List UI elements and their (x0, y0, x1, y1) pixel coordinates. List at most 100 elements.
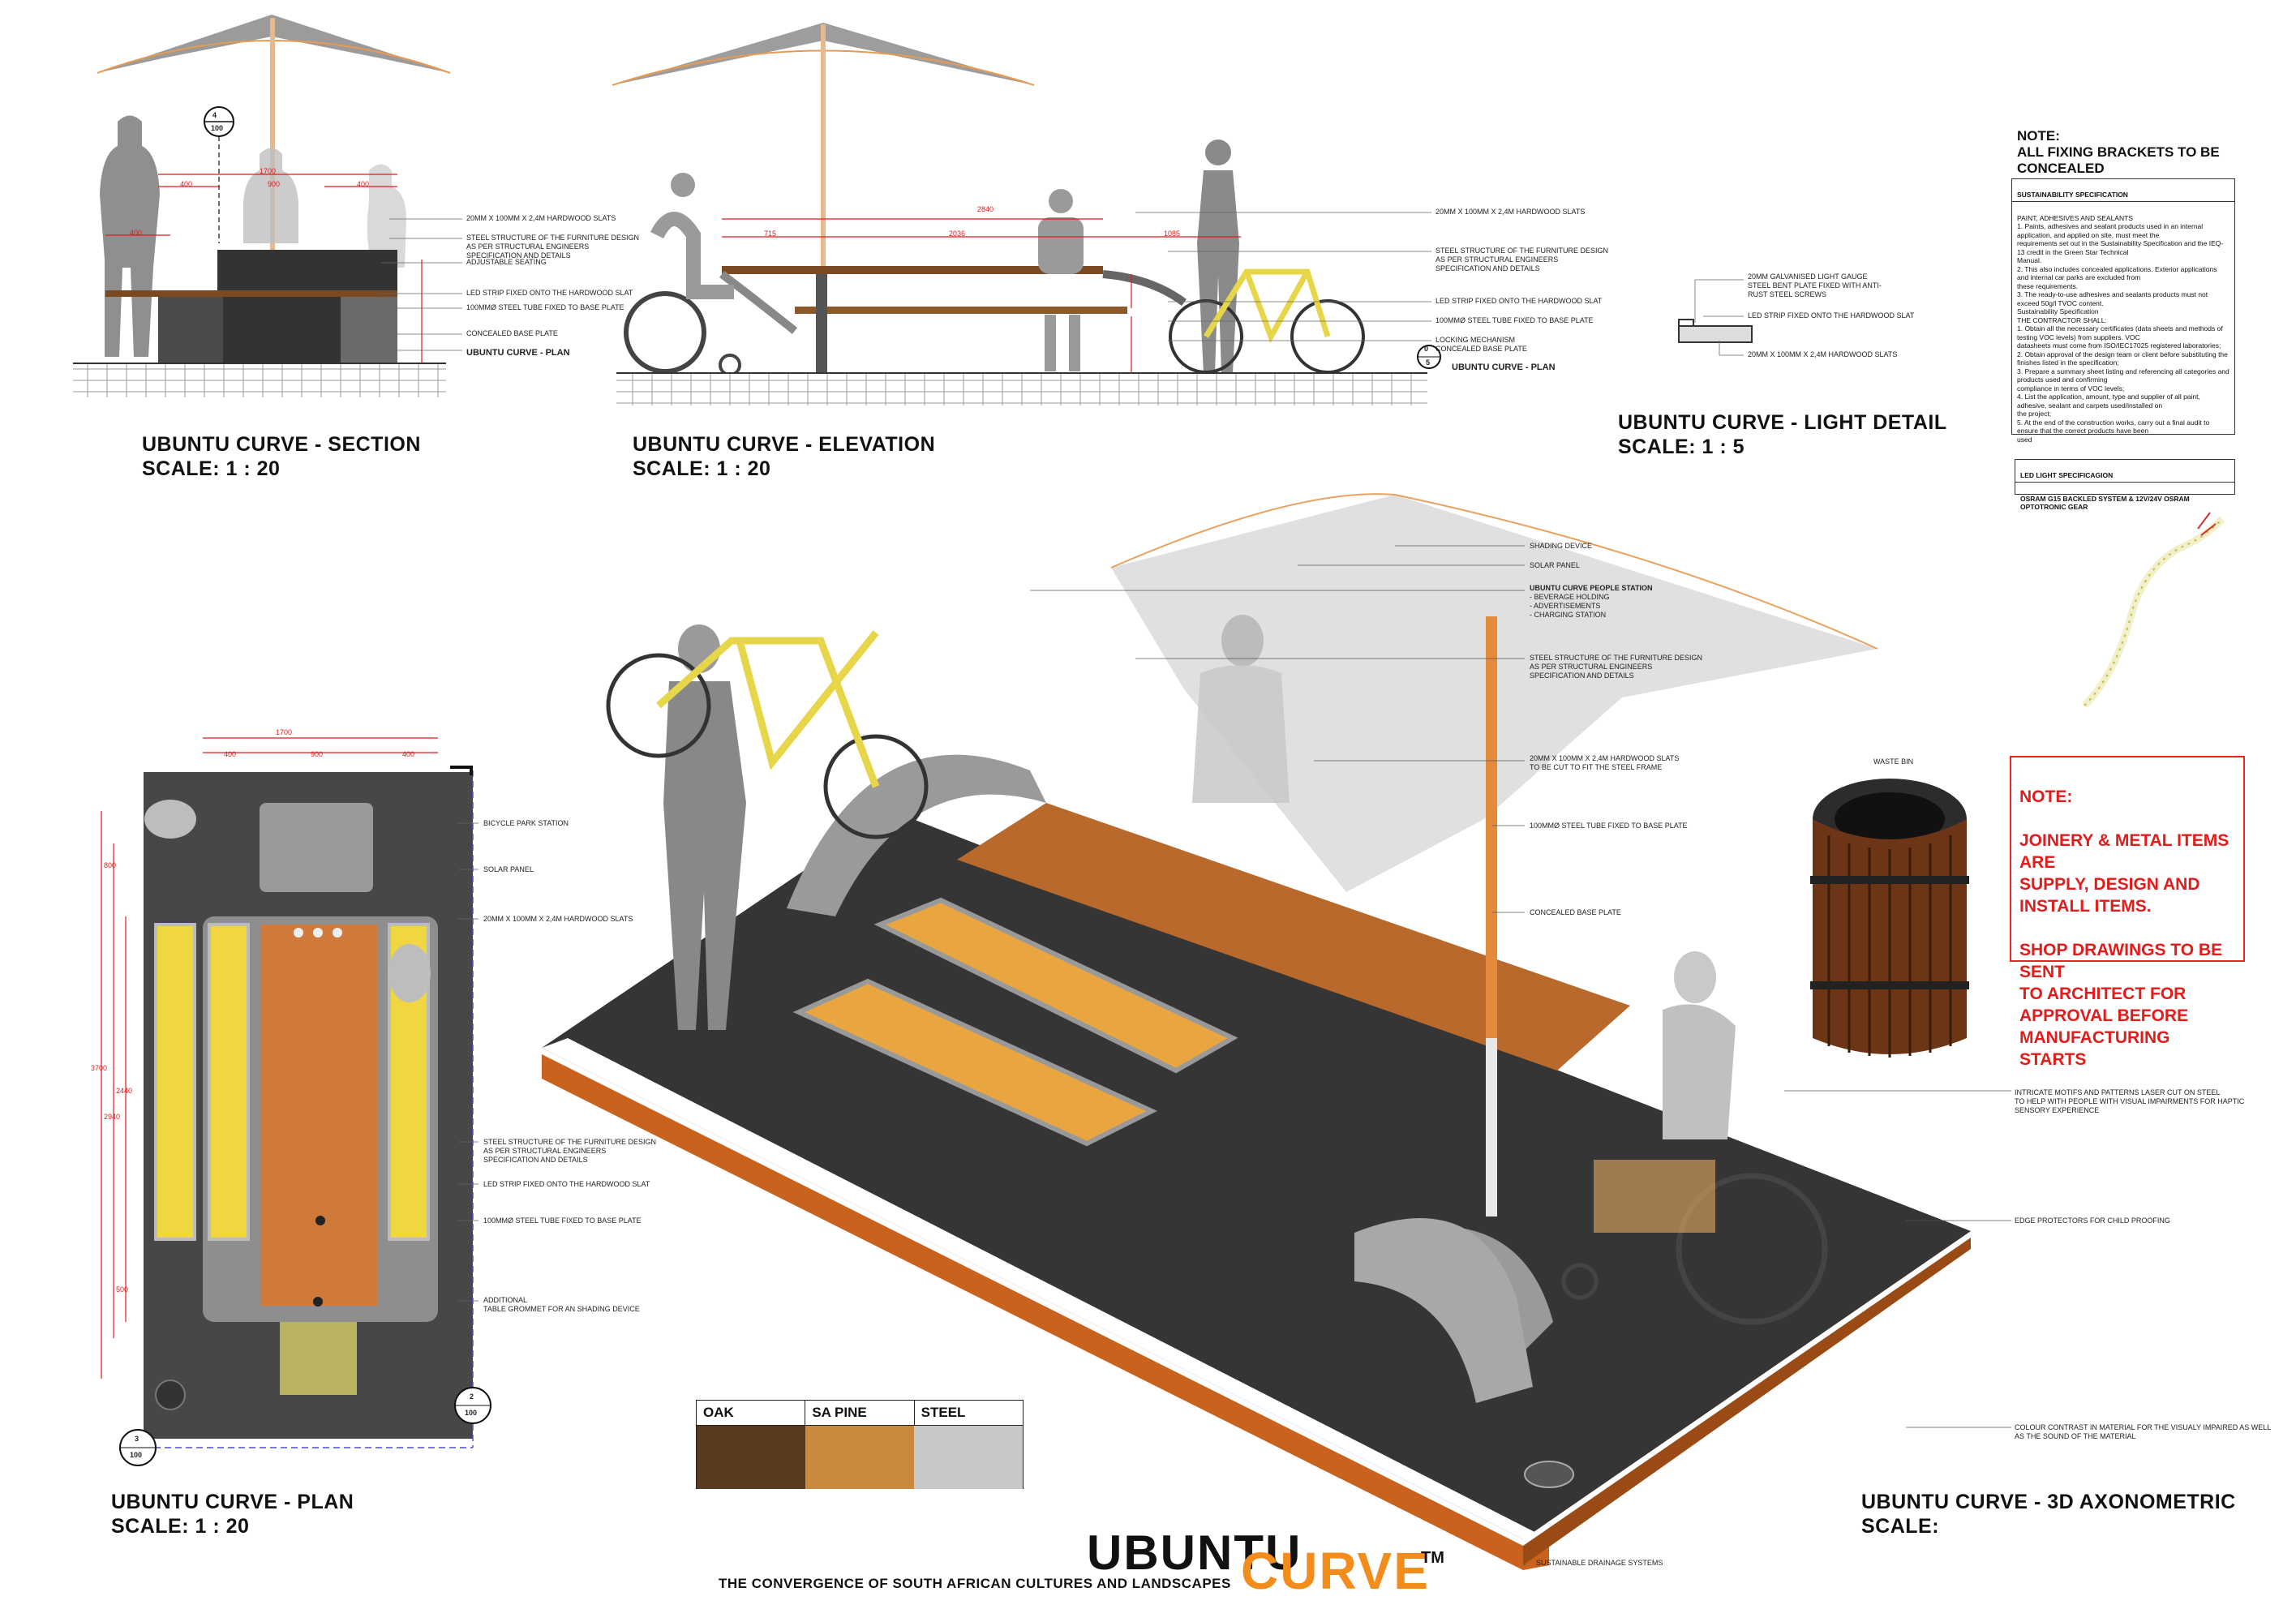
dim-label: 900 (311, 750, 324, 758)
annotation: 20MM X 100MM X 2,4M HARDWOOD SLATS (1748, 350, 1898, 358)
led-spec-box: LED LIGHT SPECIFICAGION OSRAM G15 BACKLE… (2015, 459, 2235, 511)
annotation: 100MMØ STEEL TUBE FIXED TO BASE PLATE (1436, 316, 1594, 324)
plan-title: UBUNTU CURVE - PLAN (111, 1491, 354, 1513)
material-swatch-oak (697, 1426, 805, 1489)
dim-label: 400 (224, 750, 237, 758)
plan-marker-right-bottom: 100 (465, 1409, 478, 1417)
brand-word-curve: CURVE (1241, 1542, 1430, 1600)
section-marker-top: 4 (212, 111, 217, 119)
sustainability-body: PAINT, ADHESIVES AND SEALANTS 1. Paints,… (2017, 213, 2229, 444)
annotation: SOLAR PANEL (483, 865, 534, 873)
annotation: CONCEALED BASE PLATE (466, 329, 558, 337)
brand-word-ubuntu: UBUNTU (1087, 1525, 1302, 1580)
annotation: SOLAR PANEL (1530, 561, 1580, 569)
elevation-marker-top: 0 (1424, 345, 1429, 353)
annotation: 20MM GALVANISED LIGHT GAUGE STEEL BENT P… (1748, 272, 1882, 298)
elevation-scale: SCALE: 1 : 20 (633, 457, 771, 480)
dim-label: 400 (357, 180, 370, 188)
red-note-title: NOTE: (2019, 787, 2073, 806)
dim-label: 400 (402, 750, 415, 758)
annotation: COLOUR CONTRAST IN MATERIAL FOR THE VISU… (2015, 1423, 2272, 1440)
annotation: UBUNTU CURVE PEOPLE STATION (1530, 584, 1653, 592)
material-legend: OAK SA PINE STEEL (696, 1400, 1024, 1489)
dim-label: 1700 (276, 728, 293, 736)
plan-scale: SCALE: 1 : 20 (111, 1515, 250, 1538)
light-detail-title: UBUNTU CURVE - LIGHT DETAIL (1618, 411, 1947, 434)
annotation: 20MM X 100MM X 2,4M HARDWOOD SLATS (483, 915, 633, 923)
material-swatch-steel (914, 1426, 1023, 1489)
annotation: STEEL STRUCTURE OF THE FURNITURE DESIGN … (466, 234, 640, 260)
elevation-marker-bottom: 5 (1426, 358, 1431, 367)
dim-label: 1700 (260, 167, 277, 175)
axonometric-title: UBUNTU CURVE - 3D AXONOMETRIC (1861, 1491, 2236, 1513)
plan-reference: UBUNTU CURVE - PLAN (466, 348, 570, 358)
section-title: UBUNTU CURVE - SECTION (142, 433, 421, 456)
dim-label: 1085 (1164, 230, 1181, 238)
dim-label: 400 (130, 229, 143, 237)
dim-label: 2940 (104, 1113, 121, 1121)
dim-label: 900 (268, 180, 281, 188)
annotation: LOCKING MECHANISM CONCEALED BASE PLATE (1436, 336, 1527, 353)
section-marker-bottom: 100 (211, 124, 224, 132)
dim-label: 2036 (949, 230, 966, 238)
annotation: INTRICATE MOTIFS AND PATTERNS LASER CUT … (2015, 1088, 2245, 1114)
light-detail-scale: SCALE: 1 : 5 (1618, 436, 1745, 458)
brand-tagline: THE CONVERGENCE OF SOUTH AFRICAN CULTURE… (719, 1576, 1231, 1591)
annotation: 20MM X 100MM X 2,4M HARDWOOD SLATS (466, 214, 616, 222)
note-top-body: ALL FIXING BRACKETS TO BE CONCEALED (2017, 144, 2220, 176)
dim-label: 715 (764, 230, 777, 238)
plan-marker-left-top: 3 (135, 1435, 139, 1443)
dim-label: 400 (180, 180, 193, 188)
plan-reference: UBUNTU CURVE - PLAN (1452, 363, 1556, 372)
annotation: CONCEALED BASE PLATE (1530, 908, 1621, 916)
dim-label: 2440 (116, 1087, 133, 1095)
dim-label: 3700 (91, 1064, 108, 1072)
annotation: BICYCLE PARK STATION (483, 819, 569, 827)
annotation: - BEVERAGE HOLDING - ADVERTISEMENTS - CH… (1530, 593, 1610, 619)
material-swatch-sa-pine (805, 1426, 914, 1489)
material-name-oak: OAK (697, 1401, 806, 1425)
brand-trademark: TM (1421, 1549, 1444, 1567)
sustainability-spec-box: SUSTAINABILITY SPECIFICATION PAINT, ADHE… (2011, 178, 2235, 444)
annotation: 100MMØ STEEL TUBE FIXED TO BASE PLATE (1530, 822, 1688, 830)
annotation: STEEL STRUCTURE OF THE FURNITURE DESIGN … (1530, 654, 1703, 680)
annotation: LED STRIP FIXED ONTO THE HARDWOOD SLAT (483, 1180, 650, 1188)
material-name-steel: STEEL (921, 1405, 966, 1420)
axonometric-scale: SCALE: (1861, 1515, 1940, 1538)
dim-label: 500 (116, 1285, 129, 1294)
annotation: 100MMØ STEEL TUBE FIXED TO BASE PLATE (466, 303, 624, 311)
annotation: STEEL STRUCTURE OF THE FURNITURE DESIGN … (483, 1138, 657, 1164)
material-name-sa-pine: SA PINE (805, 1401, 915, 1425)
plan-marker-right-top: 2 (470, 1392, 474, 1401)
annotation: LED STRIP FIXED ONTO THE HARDWOOD SLAT (466, 289, 633, 297)
annotation: LED STRIP FIXED ONTO THE HARDWOOD SLAT (1748, 311, 1915, 320)
note-top-title: NOTE: (2017, 128, 2060, 144)
sustainability-header: SUSTAINABILITY SPECIFICATION (2012, 188, 2234, 202)
plan-marker-left-bottom: 100 (130, 1451, 143, 1459)
annotation: SUSTAINABLE DRAINAGE SYSTEMS (1536, 1559, 1663, 1567)
red-note-body: JOINERY & METAL ITEMS ARE SUPPLY, DESIGN… (2019, 831, 2229, 1069)
annotation: EDGE PROTECTORS FOR CHILD PROOFING (2015, 1216, 2170, 1225)
section-scale: SCALE: 1 : 20 (142, 457, 281, 480)
annotation: ADDITIONAL TABLE GROMMET FOR AN SHADING … (483, 1296, 640, 1313)
led-spec-body: OSRAM G15 BACKLED SYSTEM & 12V/24V OSRAM… (2020, 494, 2190, 512)
annotation: LED STRIP FIXED ONTO THE HARDWOOD SLAT (1436, 297, 1603, 305)
annotation: ADJUSTABLE SEATING (466, 258, 547, 266)
annotation: 20MM X 100MM X 2,4M HARDWOOD SLATS (1436, 208, 1586, 216)
annotation: 20MM X 100MM X 2,4M HARDWOOD SLATS TO BE… (1530, 754, 1680, 771)
elevation-title: UBUNTU CURVE - ELEVATION (633, 433, 936, 456)
waste-bin-label: WASTE BIN (1873, 757, 1914, 766)
annotation: 100MMØ STEEL TUBE FIXED TO BASE PLATE (483, 1216, 642, 1225)
dim-label: 2840 (977, 205, 994, 213)
led-spec-header: LED LIGHT SPECIFICAGION (2015, 469, 2234, 483)
dim-label: 800 (104, 861, 117, 869)
red-note-box: NOTE: JOINERY & METAL ITEMS ARE SUPPLY, … (2010, 756, 2245, 1069)
annotation: SHADING DEVICE (1530, 542, 1593, 550)
